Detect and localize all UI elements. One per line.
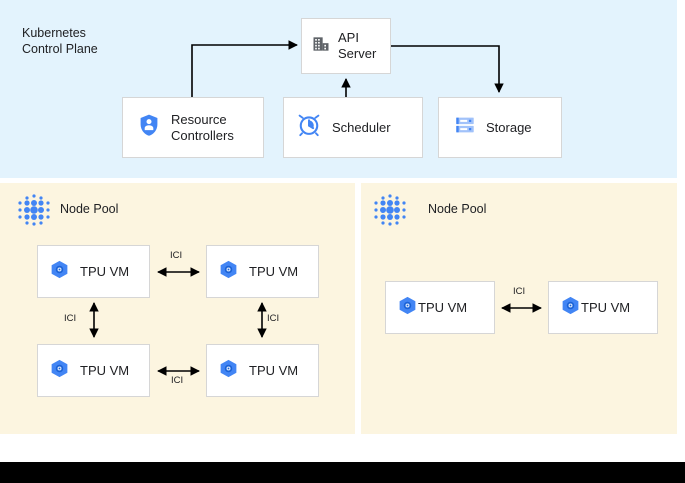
building-icon <box>311 34 331 59</box>
tpu-hex-icon <box>49 259 70 285</box>
tpu-hex-icon <box>49 358 70 384</box>
tpu-vm-box[interactable]: TPU VM <box>206 344 319 397</box>
ici-link-label: ICI <box>171 375 184 386</box>
node-pool-right-title: Node Pool <box>428 202 487 216</box>
tpu-hex-icon <box>397 295 418 321</box>
tpu-vm-box[interactable]: TPU VM <box>548 281 658 334</box>
storage-label: Storage <box>486 119 532 135</box>
tpu-vm-label: TPU VM <box>80 263 130 279</box>
ici-link-label: ICI <box>267 313 280 324</box>
scheduler-label: Scheduler <box>332 119 391 135</box>
tpu-hex-icon <box>560 295 581 321</box>
storage-box[interactable]: Storage <box>438 97 562 158</box>
control-plane-title: Kubernetes Control Plane <box>22 26 98 56</box>
ici-link-label: ICI <box>513 286 526 297</box>
scheduler-box[interactable]: Scheduler <box>283 97 423 158</box>
tpu-vm-box[interactable]: TPU VM <box>37 344 150 397</box>
tpu-vm-label: TPU VM <box>249 263 299 279</box>
tpu-hex-icon <box>218 358 239 384</box>
bottom-bar <box>0 462 685 483</box>
shield-person-icon <box>137 113 161 142</box>
tpu-vm-label: TPU VM <box>581 299 631 315</box>
alarm-clock-icon <box>296 112 322 143</box>
tpu-vm-label: TPU VM <box>249 362 299 378</box>
tpu-vm-box[interactable]: TPU VM <box>385 281 495 334</box>
tpu-vm-label: TPU VM <box>418 299 468 315</box>
api-server-box[interactable]: API Server <box>301 18 391 74</box>
node-pool-left-title: Node Pool <box>60 202 119 216</box>
tpu-hex-icon <box>218 259 239 285</box>
tpu-vm-box[interactable]: TPU VM <box>206 245 319 298</box>
resource-controllers-label: Resource Controllers <box>171 111 234 143</box>
dot-grid-icon <box>16 192 52 233</box>
tpu-vm-box[interactable]: TPU VM <box>37 245 150 298</box>
api-server-label: API Server <box>338 30 377 61</box>
ici-link-label: ICI <box>170 250 183 261</box>
resource-controllers-box[interactable]: Resource Controllers <box>122 97 264 158</box>
tpu-vm-label: TPU VM <box>80 362 130 378</box>
ici-link-label: ICI <box>64 313 77 324</box>
dot-grid-icon <box>372 192 408 233</box>
server-rack-icon <box>454 114 476 141</box>
